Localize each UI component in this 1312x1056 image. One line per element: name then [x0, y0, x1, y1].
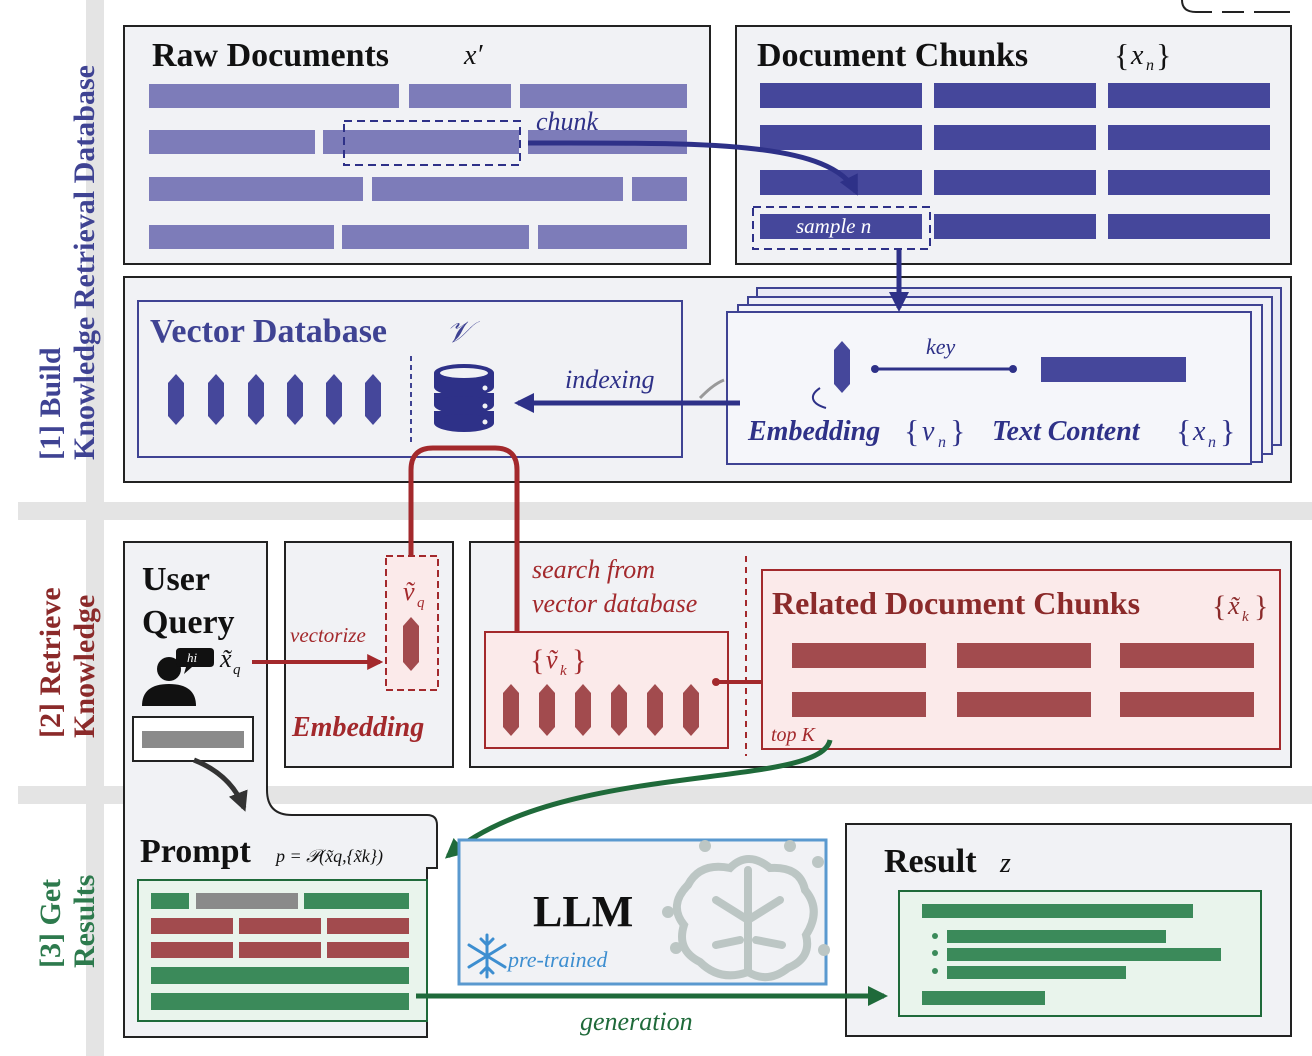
section-label-build-line2: Knowledge Retrieval Database: [68, 65, 101, 460]
entry-stack: key Embedding { v n } Text Content { x n…: [726, 287, 1282, 465]
raw-documents-title: Raw Documents: [152, 37, 389, 74]
svg-text:{: {: [1114, 37, 1129, 73]
embedding-label: Embedding: [747, 416, 880, 447]
speech-bubble-icon: hi: [176, 648, 214, 674]
embedding-symbol: { v n }: [904, 413, 965, 451]
document-chunks-symbol: { x n }: [1114, 37, 1171, 74]
query-search-path: [408, 445, 527, 654]
chunk-arrow: [527, 140, 859, 196]
topk-to-prompt-arrow: [444, 739, 833, 859]
key-label: key: [926, 334, 956, 359]
svg-text:v: v: [922, 416, 935, 447]
user-query-line2: Query: [142, 604, 235, 641]
topk-vectors-symbol: { ṽ k }: [530, 644, 586, 679]
svg-text:{: {: [1176, 413, 1191, 449]
entry-embedding: [834, 341, 850, 393]
section-label-retrieve-line1: [2] Retrieve: [34, 587, 67, 738]
sample-label: sample n: [796, 214, 871, 238]
vectorize-label: vectorize: [290, 623, 366, 647]
section-label-retrieve-line2: Knowledge: [68, 595, 101, 738]
document-chunks-panel: Document Chunks { x n } sample n: [735, 25, 1292, 265]
svg-text:}: }: [1220, 413, 1235, 449]
document-chunks-title: Document Chunks: [757, 37, 1028, 74]
text-content-symbol: { x n }: [1176, 413, 1235, 451]
result-panel: Result z: [845, 823, 1292, 1037]
brain-icon: [673, 855, 818, 982]
section-band-divider-2: [18, 786, 1312, 804]
prompt-blocks: [151, 893, 409, 1010]
svg-text:}: }: [572, 644, 586, 677]
svg-text:{: {: [530, 644, 544, 677]
chunk-selection-box: [343, 120, 521, 166]
generation-label: generation: [580, 1007, 693, 1036]
vector-database-title: Vector Database: [150, 313, 387, 350]
query-var: x̃: [219, 644, 233, 673]
svg-text:x: x: [1192, 416, 1206, 447]
section-band-divider-1: [18, 502, 1312, 520]
svg-text:x̃: x̃: [1227, 591, 1241, 620]
indexing-curve: [698, 378, 725, 400]
query-input-fill: [142, 731, 244, 748]
section-label-results: [3] Get Results: [34, 875, 101, 968]
svg-text:{: {: [904, 413, 919, 449]
svg-text:}: }: [950, 413, 965, 449]
prompt-title: Prompt: [140, 833, 251, 870]
llm-title: LLM: [533, 887, 633, 936]
topk-embeddings: [503, 684, 699, 736]
svg-text:}: }: [1254, 590, 1268, 623]
svg-text:n: n: [1208, 434, 1216, 451]
section-label-build-line1: [1] Build: [34, 347, 67, 460]
section-label-results-line1: [3] Get: [34, 879, 67, 968]
text-content-label: Text Content: [992, 416, 1141, 447]
query-embedding-sub: q: [417, 595, 425, 611]
sample-selection-box: [752, 206, 931, 250]
chunk-label: chunk: [536, 107, 599, 136]
related-chunks-symbol: { x̃ k }: [1212, 590, 1268, 625]
prompt-formula: p = 𝒫(x̃q,{x̃k}): [274, 846, 383, 867]
svg-text:{: {: [1212, 590, 1226, 623]
query-embedding-shape: [403, 617, 419, 671]
indexing-label: indexing: [565, 365, 655, 394]
query-embedding-var: ṽ: [403, 577, 416, 606]
speech-bubble-text: hi: [187, 650, 198, 665]
brain-nodes: [662, 840, 830, 956]
raw-documents-panel: Raw Documents x′ chunk: [123, 25, 711, 265]
svg-text:k: k: [560, 663, 567, 679]
llm-box: LLM pre-trained: [457, 838, 830, 986]
svg-text:n: n: [938, 434, 946, 451]
section-label-retrieve: [2] Retrieve Knowledge: [34, 587, 101, 738]
document-chunk-blocks: [760, 83, 1270, 239]
snowflake-icon: [467, 933, 507, 979]
topk-label: top K: [771, 724, 817, 746]
svg-text:k: k: [1242, 609, 1249, 625]
related-chunk-blocks: [792, 643, 1254, 717]
llm-badge: pre-trained: [506, 947, 608, 972]
svg-text:}: }: [1156, 37, 1171, 73]
user-avatar-icon: [142, 657, 196, 706]
query-var-sub: q: [233, 662, 241, 678]
svg-text:n: n: [1146, 57, 1154, 74]
result-symbol: z: [999, 848, 1011, 879]
embedding-box-label: Embedding: [291, 712, 424, 743]
search-label-line1: search from: [532, 555, 655, 584]
section-label-build: [1] Build Knowledge Retrieval Database: [34, 65, 101, 460]
svg-text:x: x: [1130, 40, 1144, 71]
database-icon: [434, 364, 494, 432]
embedding-bracket: [811, 387, 827, 409]
search-label-line2: vector database: [532, 589, 697, 618]
raw-document-text-lines: [149, 84, 687, 249]
entry-text-block: [1041, 357, 1186, 382]
related-chunks-title: Related Document Chunks: [772, 585, 1140, 621]
vector-embeddings: [168, 374, 381, 425]
corner-decoration: [1181, 0, 1290, 13]
result-text-lines: [922, 904, 1221, 1005]
query-to-prompt-arrow: [193, 757, 248, 812]
section-label-results-line2: Results: [68, 875, 101, 968]
result-title: Result: [884, 843, 977, 880]
vector-database-box: Vector Database 𝒱: [137, 300, 683, 458]
user-query-line1: User: [142, 561, 210, 598]
raw-documents-symbol: x′: [463, 40, 483, 71]
svg-text:ṽ: ṽ: [546, 645, 559, 674]
